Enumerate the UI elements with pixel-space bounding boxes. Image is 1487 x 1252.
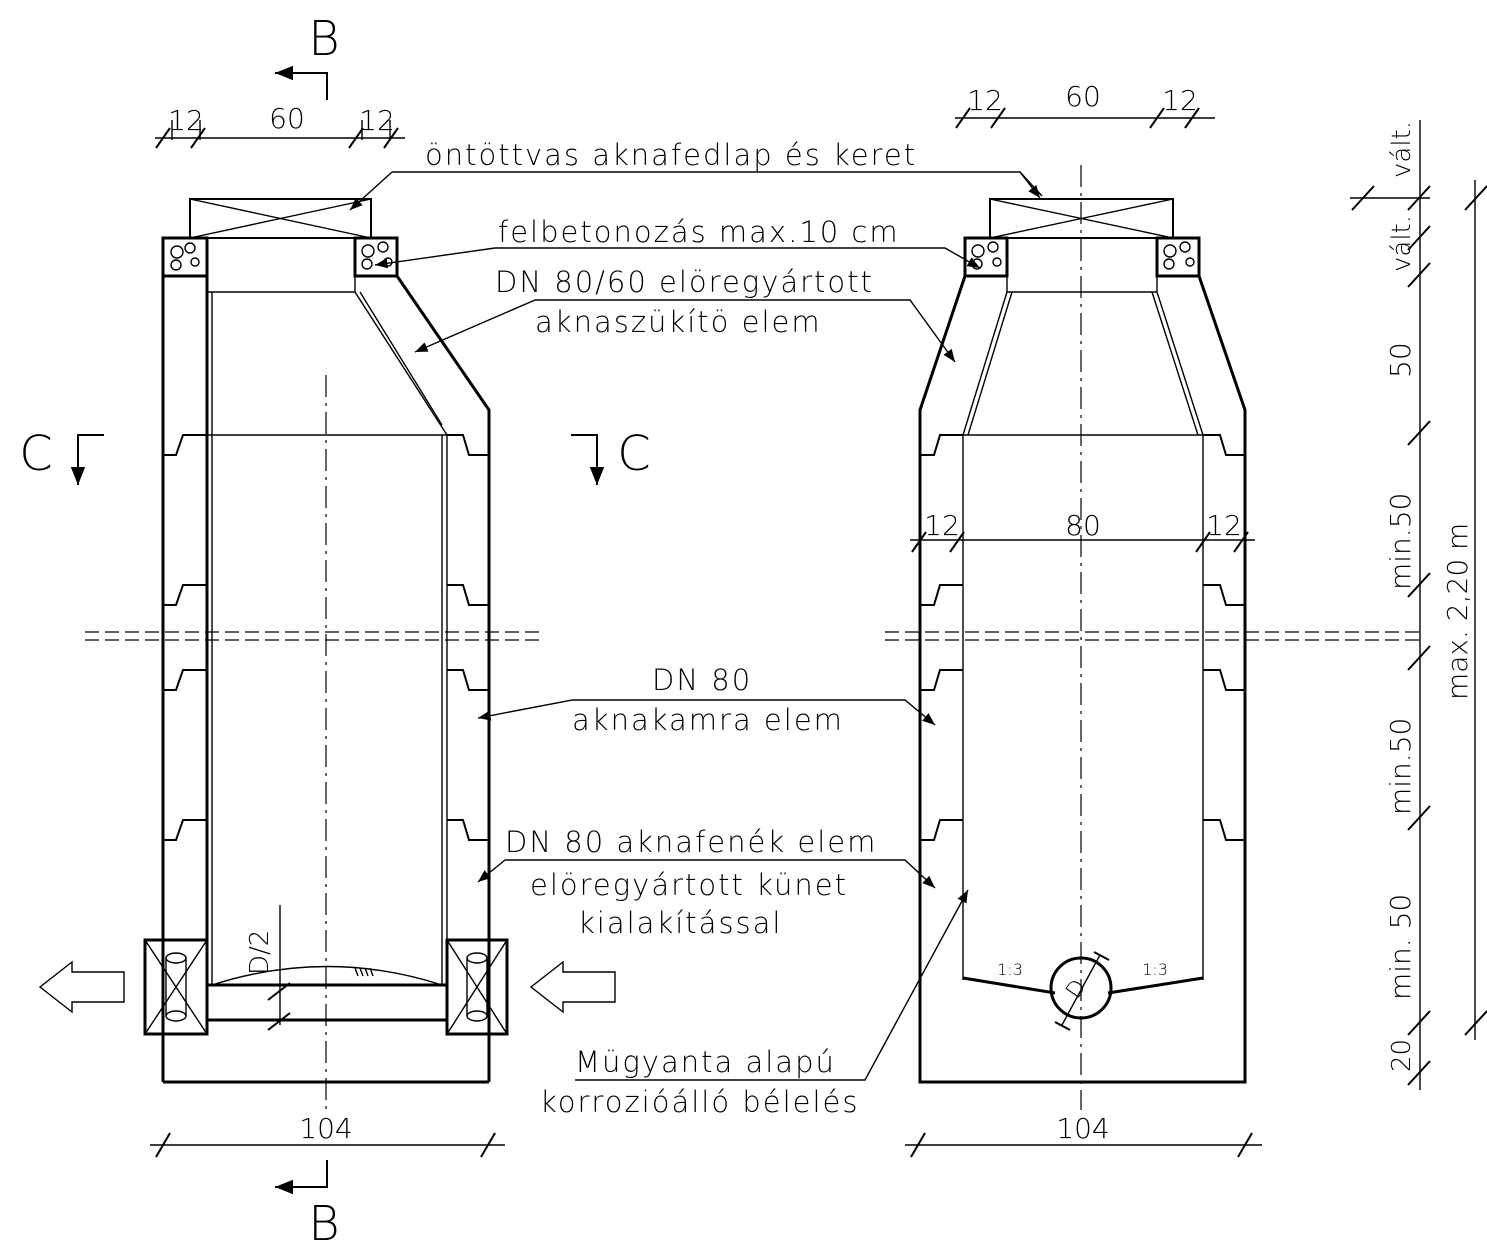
dim-label: 12	[924, 509, 960, 542]
dim-label: 104	[299, 1112, 352, 1145]
label-base-3: kialakítással	[578, 906, 783, 940]
slope-left: 1:3	[997, 960, 1023, 979]
dim-right-mid: 12 80 12	[910, 509, 1255, 553]
dim-label: 104	[1056, 1112, 1109, 1145]
callouts: öntöttvas aknafedlap és keret felbetonoz…	[349, 138, 1043, 1119]
dim-total: max. 2,20 m	[1441, 523, 1474, 700]
svg-text:C: C	[617, 426, 651, 482]
concrete-pad-right	[353, 236, 399, 278]
pipe-connector-right	[445, 938, 509, 1036]
label-lining-2: korrozióálló bélelés	[540, 1085, 859, 1119]
label-lining-1: Mügyanta alapú	[575, 1045, 836, 1079]
cover-frame	[189, 198, 372, 239]
concrete-pad-left	[161, 236, 209, 278]
shaft-walls	[918, 275, 1247, 1084]
dim-left-bottom: 104	[150, 1112, 505, 1158]
label-concrete: felbetonozás max.10 cm	[498, 215, 900, 249]
section-mark-c-right: C	[571, 426, 651, 485]
dim-vertical: vált.	[1387, 121, 1417, 178]
dim-vertical: min.50	[1384, 718, 1417, 815]
flow-arrow-out	[38, 960, 125, 1014]
dim-label: D/2	[245, 930, 275, 975]
dim-right-top: 12 60 12	[955, 80, 1215, 129]
section-c-c: 1:3 1:3 D 12 60 12 12 80 12	[885, 80, 1420, 1158]
section-mark-b-top: B	[275, 11, 340, 100]
dim-label: 12	[967, 84, 1003, 117]
svg-text:B: B	[308, 11, 339, 67]
dim-label: 12	[1162, 84, 1198, 117]
label-chamber-1: DN 80	[652, 663, 752, 697]
dim-vertical: 50	[1384, 342, 1417, 378]
dim-vertical: 20	[1387, 1039, 1417, 1072]
slope-right: 1:3	[1142, 960, 1168, 979]
pipe-connector-left	[143, 938, 209, 1036]
dim-label: 12	[168, 104, 204, 137]
section-mark-b-bottom: B	[275, 1160, 340, 1252]
svg-text:B: B	[308, 1196, 339, 1252]
label-chamber-2: aknakamra elem	[572, 703, 844, 737]
dim-invert-half: D/2	[245, 905, 291, 1031]
label-cone-2: aknaszükítö elem	[535, 305, 822, 339]
dim-label: 12	[1206, 509, 1242, 542]
dim-label: 60	[1065, 80, 1101, 113]
section-b-b: 12 60 12 104 D/2 B B C	[19, 11, 651, 1252]
dim-label: 12	[359, 104, 395, 137]
flow-arrow-in	[529, 960, 616, 1014]
concrete-pad-left	[963, 236, 1009, 278]
label-cone-1: DN 80/60 elöregyártott	[495, 265, 874, 299]
shaft-walls	[161, 238, 491, 1084]
svg-text:C: C	[19, 426, 53, 482]
label-base-1: DN 80 aknafenék elem	[505, 825, 877, 859]
dim-vertical: vált.	[1387, 215, 1417, 272]
concrete-pad-right	[1155, 236, 1201, 278]
dim-right-bottom: 104	[905, 1112, 1262, 1158]
vertical-dimensions: vált. vált. 50 min.50 min.50 min. 50 20 …	[1350, 120, 1487, 1090]
label-base-2: elöregyártott künet	[530, 868, 848, 902]
label-cover: öntöttvas aknafedlap és keret	[425, 138, 917, 172]
dim-left-top: 12 60 12	[155, 102, 405, 149]
section-mark-c-left: C	[19, 426, 104, 485]
dim-label: 60	[269, 102, 305, 135]
dim-vertical: min.50	[1384, 493, 1417, 590]
dim-vertical: min. 50	[1384, 894, 1417, 1000]
dim-label: 80	[1065, 509, 1101, 542]
